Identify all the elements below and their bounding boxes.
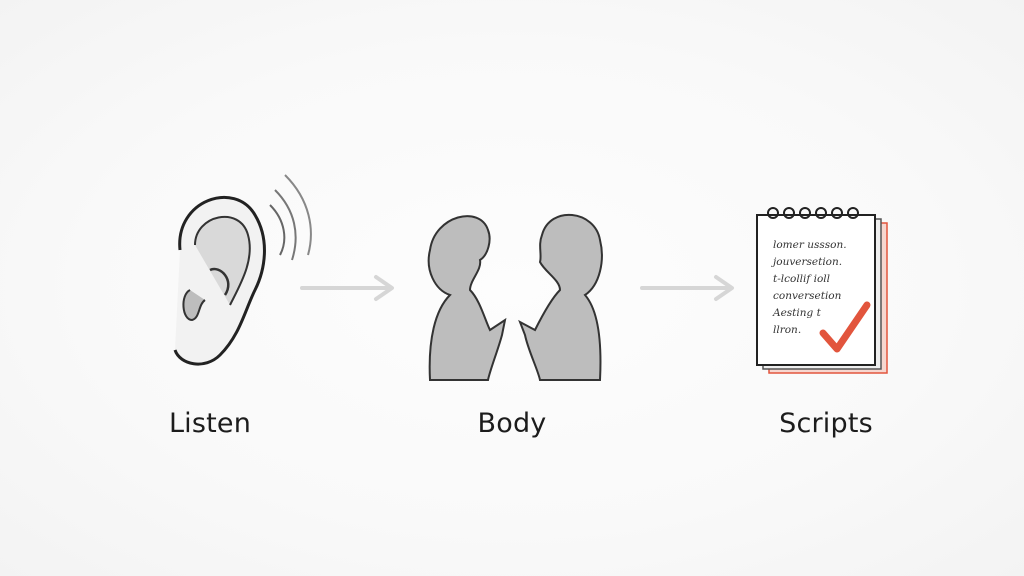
- two-people-talking-icon: [427, 213, 603, 381]
- arrow-right-icon: [300, 275, 394, 301]
- notepad-line: llron.: [773, 324, 802, 336]
- step-label-body: Body: [477, 408, 547, 439]
- notepad-line: Aesting t: [773, 307, 821, 319]
- ear-icon: [173, 174, 312, 366]
- step-label-listen: Listen: [168, 408, 252, 439]
- notepad-line: jouversetion.: [773, 256, 843, 268]
- arrow-right-icon: [640, 275, 734, 301]
- step-label-scripts: Scripts: [779, 408, 873, 439]
- notepad-line: t-lcollif ioll: [773, 273, 831, 285]
- notepad-line: conversetion: [773, 290, 842, 302]
- notepad-checkmark-icon: [756, 207, 888, 374]
- notepad-line: lomer ussson.: [773, 239, 847, 251]
- notepad-text: lomer ussson. jouversetion. t-lcollif io…: [773, 237, 847, 339]
